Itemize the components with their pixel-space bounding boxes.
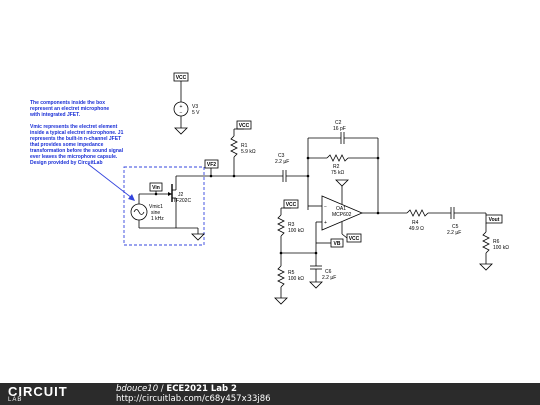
c2-name: C2 [335,120,342,126]
c5-value: 2.2 µF [447,230,461,236]
r2-name: R2 [333,164,340,170]
vout-tag: Vout [489,217,500,223]
c6-capacitor[interactable]: C6 2.2 µF [309,265,336,289]
v3-supply[interactable]: VCC + − V3 5 V [173,72,200,135]
c5-capacitor[interactable]: C5 2.2 µF [447,207,486,236]
note-line: represents the built-in n-channel JFET [30,136,121,142]
note-line: Design provided by CircuitLab [30,160,103,166]
r2-resistor[interactable]: R2 75 kΩ [308,154,378,176]
c3-capacitor[interactable]: C3 2.2 µF [275,153,308,182]
r5-resistor[interactable]: R5 100 kΩ [274,265,304,305]
r5-value: 100 kΩ [288,276,304,282]
r2-value: 75 kΩ [331,170,344,176]
r5-name: R5 [288,270,295,276]
vf2-tag: VF2 [207,162,216,168]
svg-text:+: + [324,220,327,226]
vmic-freq: 1 kHz [151,216,164,222]
c3-name: C3 [278,153,285,159]
r4-value: 49.9 Ω [409,226,424,232]
note-line: that provides some impedance [30,142,104,148]
j2-jfet[interactable]: J2 TF202C [160,176,191,228]
svg-text:−: − [180,110,183,116]
oa1-name: OA1 [336,206,346,212]
r1-name: R1 [241,143,248,149]
vmic-source[interactable]: Vmic1 sine 1 kHz [130,194,205,241]
vmic-shape: sine [151,210,160,216]
r3-value: 100 kΩ [288,228,304,234]
vcc-tag: VCC [286,202,297,208]
r6-name: R6 [493,239,500,245]
oa1-value: MCP602 [332,212,352,218]
r3-name: R3 [288,222,295,228]
note-line: transformation before the sound signal [30,148,124,154]
vin-tag: Vin [152,185,160,191]
r4-name: R4 [412,220,419,226]
v3-name: V3 [192,104,198,110]
vcc-tag: VCC [349,236,360,242]
r6-resistor[interactable]: R6 100 kΩ [479,223,509,271]
r6-value: 100 kΩ [493,245,509,251]
title-separator: / [158,384,167,394]
vmic-name: Vmic1 [149,204,163,210]
vcc-tag: VCC [239,123,250,129]
footer-info: bdouce10 / ECE2021 Lab 2 http://circuitl… [116,384,271,404]
c2-value: 16 pF [333,126,346,132]
vb-tag: VB [334,241,341,247]
note-line: ever leaves the microphone capsule. [30,154,118,160]
j2-name: J2 [178,192,184,198]
circuit-title[interactable]: ECE2021 Lab 2 [166,384,237,394]
note-arrow [87,163,135,201]
oa1-opamp[interactable]: − + OA1 MCP602 [308,179,379,234]
r1-resistor[interactable]: VCC R1 5.9 kΩ [230,120,256,176]
c3-value: 2.2 µF [275,159,289,165]
c6-value: 2.2 µF [322,275,336,281]
r3-resistor[interactable]: VCC R3 100 kΩ [277,199,304,266]
c2-capacitor[interactable]: C2 16 pF [308,120,378,144]
v3-value: 5 V [192,110,200,116]
author-link[interactable]: bdouce10 [116,384,159,394]
j2-value: TF202C [173,198,191,204]
note-line: represent an electret microphone [30,106,109,112]
circuitlab-logo[interactable]: CIRCUIT LAB [8,385,98,403]
circuit-url[interactable]: http://circuitlab.com/c68y457x33j86 [116,394,271,404]
svg-text:+: + [180,104,183,110]
logo-sub-text: LAB [8,397,23,403]
r1-value: 5.9 kΩ [241,149,256,155]
c5-name: C5 [452,224,459,230]
note-line: with integrated JFET. [29,112,81,118]
r4-resistor[interactable]: R4 49.9 Ω [378,209,451,232]
c6-name: C6 [325,269,332,275]
svg-text:−: − [324,204,327,210]
note-line: Vmic represents the electret element [30,124,118,130]
microphone-box [123,166,205,246]
note-line: The components inside the box [30,100,105,106]
note-line: inside a typical electret microphone. J1 [30,130,124,136]
annotation-note: The components inside the box represent … [29,100,124,166]
footer-bar: CIRCUIT LAB bdouce10 / ECE2021 Lab 2 htt… [0,383,540,405]
logo-main-text: CIRCUIT [8,384,68,399]
vcc-tag: VCC [176,75,187,81]
